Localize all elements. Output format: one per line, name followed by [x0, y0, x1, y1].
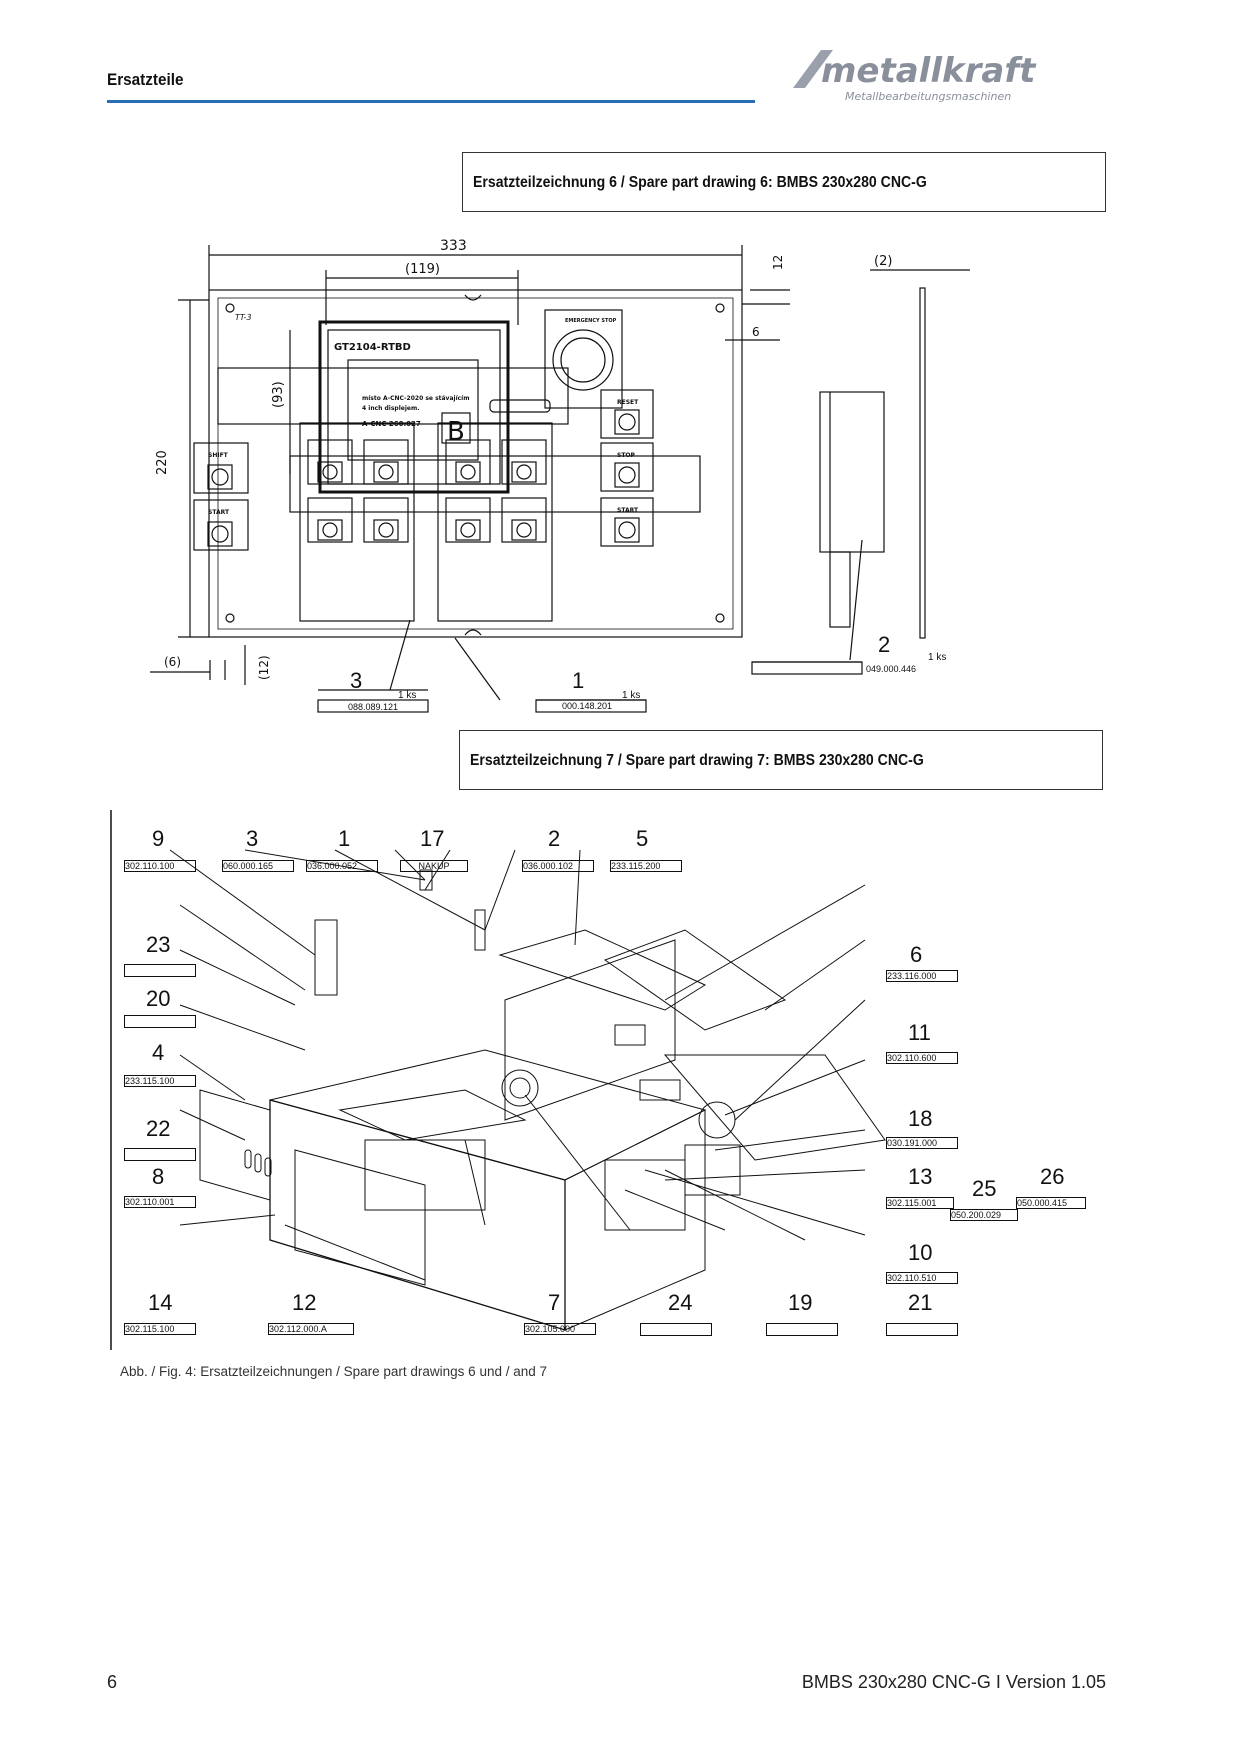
ref-19 — [766, 1323, 838, 1336]
part-2-number: 2 — [878, 632, 891, 657]
svg-text:START: START — [617, 507, 639, 514]
logo-subtitle: Metallbearbeitungsmaschinen — [845, 90, 1011, 103]
ref-8: 302.110.001 — [124, 1196, 196, 1208]
ref-4: 233.115.100 — [124, 1075, 196, 1087]
label-1: 1 — [338, 826, 351, 851]
ref-20 — [124, 1015, 196, 1028]
ref-12: 302.112.000.A — [268, 1323, 354, 1335]
svg-text:(6): (6) — [164, 655, 181, 669]
svg-text:(119): (119) — [405, 262, 440, 277]
svg-text:místo A-CNC-2020 se stávajícím: místo A-CNC-2020 se stávajícím — [362, 395, 470, 402]
part-3-ref: 088.089.121 — [348, 702, 399, 712]
part-3-qty: 1 ks — [398, 690, 417, 701]
svg-text:B: B — [447, 417, 465, 447]
ref-24 — [640, 1323, 712, 1336]
part-1-ref: 000.148.201 — [562, 701, 613, 711]
metallkraft-logo: metallkraft Metallbearbeitungsmaschinen — [793, 50, 1037, 103]
label-11: 11 — [908, 1020, 931, 1045]
label-23: 23 — [146, 932, 171, 957]
label-4: 4 — [152, 1040, 165, 1065]
part-1-qty: 1 ks — [622, 690, 641, 701]
ref-3: 060.000.165 — [222, 860, 294, 872]
label-22: 22 — [146, 1116, 171, 1141]
label-18: 18 — [908, 1106, 933, 1131]
drawing7-title: Ersatzteilzeichnung 7 / Spare part drawi… — [470, 752, 924, 769]
label-26: 26 — [1040, 1164, 1065, 1189]
label-12: 12 — [292, 1290, 317, 1315]
label-24: 24 — [668, 1290, 693, 1315]
ref-2: 036.000.102 — [522, 860, 594, 872]
drawing7-exploded — [110, 810, 886, 1350]
label-25: 25 — [972, 1176, 997, 1201]
svg-text:SHIFT: SHIFT — [208, 452, 229, 459]
ref-11: 302.110.600 — [886, 1052, 958, 1064]
svg-text:STOP: STOP — [617, 452, 636, 459]
page-number: 6 — [107, 1672, 118, 1692]
ref-23 — [124, 964, 196, 977]
label-14: 14 — [148, 1290, 173, 1315]
part-2-qty: 1 ks — [928, 652, 947, 663]
ref-13: 302.115.001 — [886, 1197, 954, 1209]
svg-text:4 inch displejem.: 4 inch displejem. — [362, 405, 420, 412]
figure-caption: Abb. / Fig. 4: Ersatzteilzeichnungen / S… — [120, 1364, 548, 1379]
ref-18: 030.191.000 — [886, 1137, 958, 1149]
logo-word: metallkraft — [821, 51, 1037, 91]
svg-text:6: 6 — [752, 325, 760, 339]
ref-17: NAKUP — [400, 860, 468, 872]
ref-10: 302.110.510 — [886, 1272, 958, 1284]
ref-26: 050.000.415 — [1016, 1197, 1086, 1209]
ref-21 — [886, 1323, 958, 1336]
label-8: 8 — [152, 1164, 165, 1189]
drawing6-title-box: Ersatzteilzeichnung 6 / Spare part drawi… — [462, 152, 1106, 212]
drawing7-title-box: Ersatzteilzeichnung 7 / Spare part drawi… — [459, 730, 1103, 790]
svg-text:220: 220 — [155, 450, 170, 475]
svg-text:(93): (93) — [271, 381, 286, 408]
ref-9: 302.110.100 — [124, 860, 196, 872]
label-3: 3 — [246, 826, 259, 851]
label-2: 2 — [548, 826, 561, 851]
part-1-number: 1 — [572, 668, 585, 693]
drawing6-panel: 333 (119) 12 220 (93) (6) (12) 6 TT-3 GT… — [150, 238, 970, 713]
label-17: 17 — [420, 826, 445, 851]
ref-7: 302.105.000 — [524, 1323, 596, 1335]
part-3-number: 3 — [350, 668, 363, 693]
svg-text:333: 333 — [440, 238, 467, 254]
ref-14: 302.115.100 — [124, 1323, 196, 1335]
label-7: 7 — [548, 1290, 561, 1315]
part-2-ref: 049.000.446 — [866, 664, 917, 674]
label-9: 9 — [152, 826, 165, 851]
ref-1: 036.000.052 — [306, 860, 378, 872]
svg-text:GT2104-RTBD: GT2104-RTBD — [334, 342, 411, 353]
label-20: 20 — [146, 986, 171, 1011]
ref-6: 233.116.000 — [886, 970, 958, 982]
header-rule — [107, 100, 755, 103]
svg-text:START: START — [208, 509, 230, 516]
ref-25: 050.200.029 — [950, 1209, 1018, 1221]
label-10: 10 — [908, 1240, 933, 1265]
svg-text:(2): (2) — [874, 254, 892, 269]
svg-text:TT-3: TT-3 — [235, 313, 252, 322]
ref-22 — [124, 1148, 196, 1161]
section-title: Ersatzteile — [107, 70, 184, 89]
svg-text:(12): (12) — [257, 655, 271, 680]
svg-text:RESET: RESET — [617, 399, 639, 406]
label-13: 13 — [908, 1164, 933, 1189]
svg-text:A-CNC 260.027: A-CNC 260.027 — [362, 420, 421, 428]
ref-5: 233.115.200 — [610, 860, 682, 872]
document-version: BMBS 230x280 CNC-G I Version 1.05 — [801, 1672, 1106, 1692]
drawing6-title: Ersatzteilzeichnung 6 / Spare part drawi… — [473, 174, 927, 191]
label-5: 5 — [636, 826, 649, 851]
label-21: 21 — [908, 1290, 933, 1315]
label-6: 6 — [910, 942, 923, 967]
svg-text:12: 12 — [771, 255, 785, 270]
label-19: 19 — [788, 1290, 813, 1315]
svg-text:EMERGENCY STOP: EMERGENCY STOP — [565, 318, 617, 324]
